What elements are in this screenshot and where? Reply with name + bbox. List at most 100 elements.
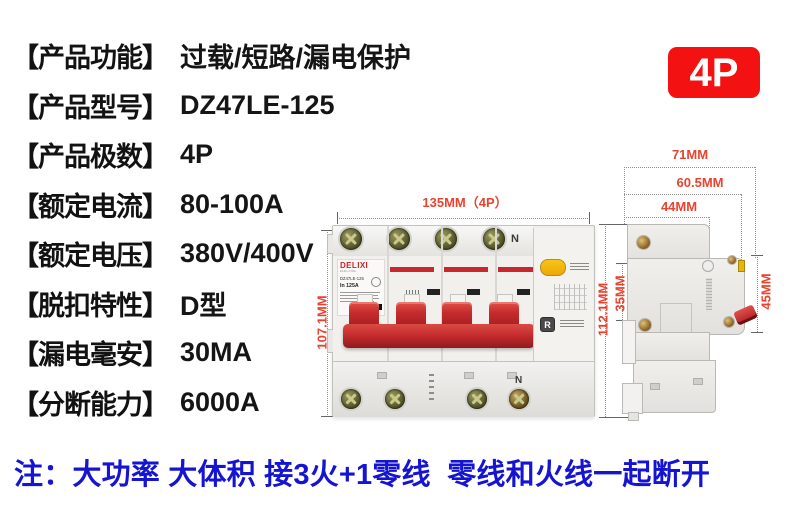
spec-row-current: 【额定电流】 80-100A <box>12 180 342 230</box>
terminal-screw-icon <box>483 228 505 250</box>
pole-seam <box>495 226 497 361</box>
case-screw-icon <box>728 256 736 264</box>
rating-window <box>467 289 480 295</box>
side-label-bar <box>706 278 712 310</box>
terminal-screw-icon <box>467 389 487 409</box>
spec-row-trip: 【脱扣特性】 D型 <box>12 279 342 329</box>
spec-value: D型 <box>180 290 227 321</box>
bottom-terminal-strip: N <box>333 361 594 417</box>
dim-face-label: 45MM <box>758 273 774 310</box>
yellow-tab <box>738 260 745 272</box>
side-view: 71MM 60.5MM 44MM 112.1MM 35MM 45MM <box>595 140 790 435</box>
micro-line <box>340 292 380 293</box>
din-clip <box>622 383 643 414</box>
spec-label: 【产品极数】 <box>12 142 169 173</box>
terminal-screw-icon <box>385 389 405 409</box>
dim-face-line <box>757 255 758 332</box>
dim-body-width-label: 44MM <box>660 199 698 214</box>
spec-label: 【产品型号】 <box>12 92 169 123</box>
spec-value: 4P <box>180 139 214 170</box>
dim-line <box>624 167 625 224</box>
spec-value: 过载/短路/漏电保护 <box>180 43 412 74</box>
molded-mark <box>702 260 714 272</box>
spec-label: 【脱扣特性】 <box>12 290 169 321</box>
terminal-slot <box>650 383 660 390</box>
pole-count-badge: 4P <box>668 47 760 98</box>
test-button: R <box>540 317 555 332</box>
rating-window <box>517 289 530 295</box>
dim-tick <box>337 212 338 224</box>
brand-text: DELIXI <box>340 261 369 270</box>
dim-line <box>624 194 741 195</box>
micro-text-vertical <box>429 374 434 400</box>
dim-height-line <box>327 230 328 417</box>
spec-row-poles: 【产品极数】 4P <box>12 130 342 180</box>
dim-width-label: 135MM（4P） <box>422 195 508 210</box>
dim-front-width-label: 60.5MM <box>676 175 724 190</box>
top-terminal-strip: N <box>333 226 533 257</box>
spec-value: 80-100A <box>180 188 284 219</box>
terminal-slot <box>507 372 517 379</box>
terminal-slot <box>464 372 474 379</box>
brand-subtext: ELECTRIC <box>340 270 357 274</box>
spec-value: DZ47LE-125 <box>180 89 335 120</box>
spec-label: 【产品功能】 <box>12 43 169 74</box>
pole-stripe <box>390 267 434 272</box>
dim-width-line <box>337 218 590 219</box>
terminal-screw-icon <box>341 389 361 409</box>
case-screw-icon <box>639 319 651 331</box>
dim-tick <box>599 417 629 418</box>
terminal-screw-icon <box>340 228 362 250</box>
toggle-handle <box>396 302 426 326</box>
spec-row-leakage: 【漏电毫安】 30MA <box>12 328 342 378</box>
dim-tick <box>321 230 333 231</box>
terminal-screw-icon <box>388 228 410 250</box>
spec-label: 【额定电流】 <box>12 191 169 222</box>
breaker-front-body: N DELIXI ELECTRIC DZ47LE-125 In 125A <box>327 225 595 417</box>
dim-tick <box>599 224 629 225</box>
toggle-handle <box>489 302 519 326</box>
spec-label: 【分断能力】 <box>12 389 169 420</box>
front-view: 135MM（4P） 107.1MM N <box>315 195 605 430</box>
pole-stripe <box>444 267 488 272</box>
dim-total-width-label: 71MM <box>671 147 709 162</box>
spec-row-model: 【产品型号】 DZ47LE-125 <box>12 81 342 131</box>
micro-text <box>570 262 589 270</box>
din-clip <box>622 320 636 364</box>
case-screw-icon <box>637 236 650 249</box>
dim-line <box>755 167 756 258</box>
pole-seam <box>441 226 443 361</box>
neutral-label-bottom: N <box>515 375 523 386</box>
spec-row-voltage: 【额定电压】 380V/400V <box>12 229 342 279</box>
dim-line <box>741 194 742 260</box>
rating-window <box>427 289 440 295</box>
spec-list: 【产品功能】 过载/短路/漏电保护 【产品型号】 DZ47LE-125 【产品极… <box>12 31 411 427</box>
handle-tie-bar <box>343 324 535 348</box>
spec-label: 【漏电毫安】 <box>12 340 169 371</box>
terminal-screw-icon <box>509 389 529 409</box>
terminal-screw-icon <box>435 228 457 250</box>
dim-tick <box>751 332 763 333</box>
side-body-neck <box>627 332 710 362</box>
din-clip-foot <box>628 412 639 421</box>
micro-text <box>560 319 584 327</box>
dim-tick <box>616 263 629 264</box>
dim-line <box>624 167 755 168</box>
spec-value: 30MA <box>180 337 253 368</box>
toggle-handle <box>349 302 379 326</box>
neutral-label-top: N <box>511 233 519 245</box>
spec-value: 6000A <box>180 386 260 417</box>
circuit-diagram-icon <box>554 284 587 310</box>
note-text: 注：大功率 大体积 接3火+1零线 零线和火线一起断开 <box>14 459 711 491</box>
certification-icon <box>371 277 381 287</box>
dim-tick <box>589 212 590 224</box>
spec-label: 【额定电压】 <box>12 241 169 272</box>
model-text: DZ47LE-125 <box>340 277 364 282</box>
leakage-module: R <box>533 228 593 361</box>
spec-value: 380V/400V <box>180 238 314 269</box>
dim-rail-line <box>622 263 623 320</box>
side-body-bottom <box>633 360 716 413</box>
rating-text: In 125A <box>340 283 359 289</box>
spec-row-function: 【产品功能】 过载/短路/漏电保护 <box>12 31 411 81</box>
